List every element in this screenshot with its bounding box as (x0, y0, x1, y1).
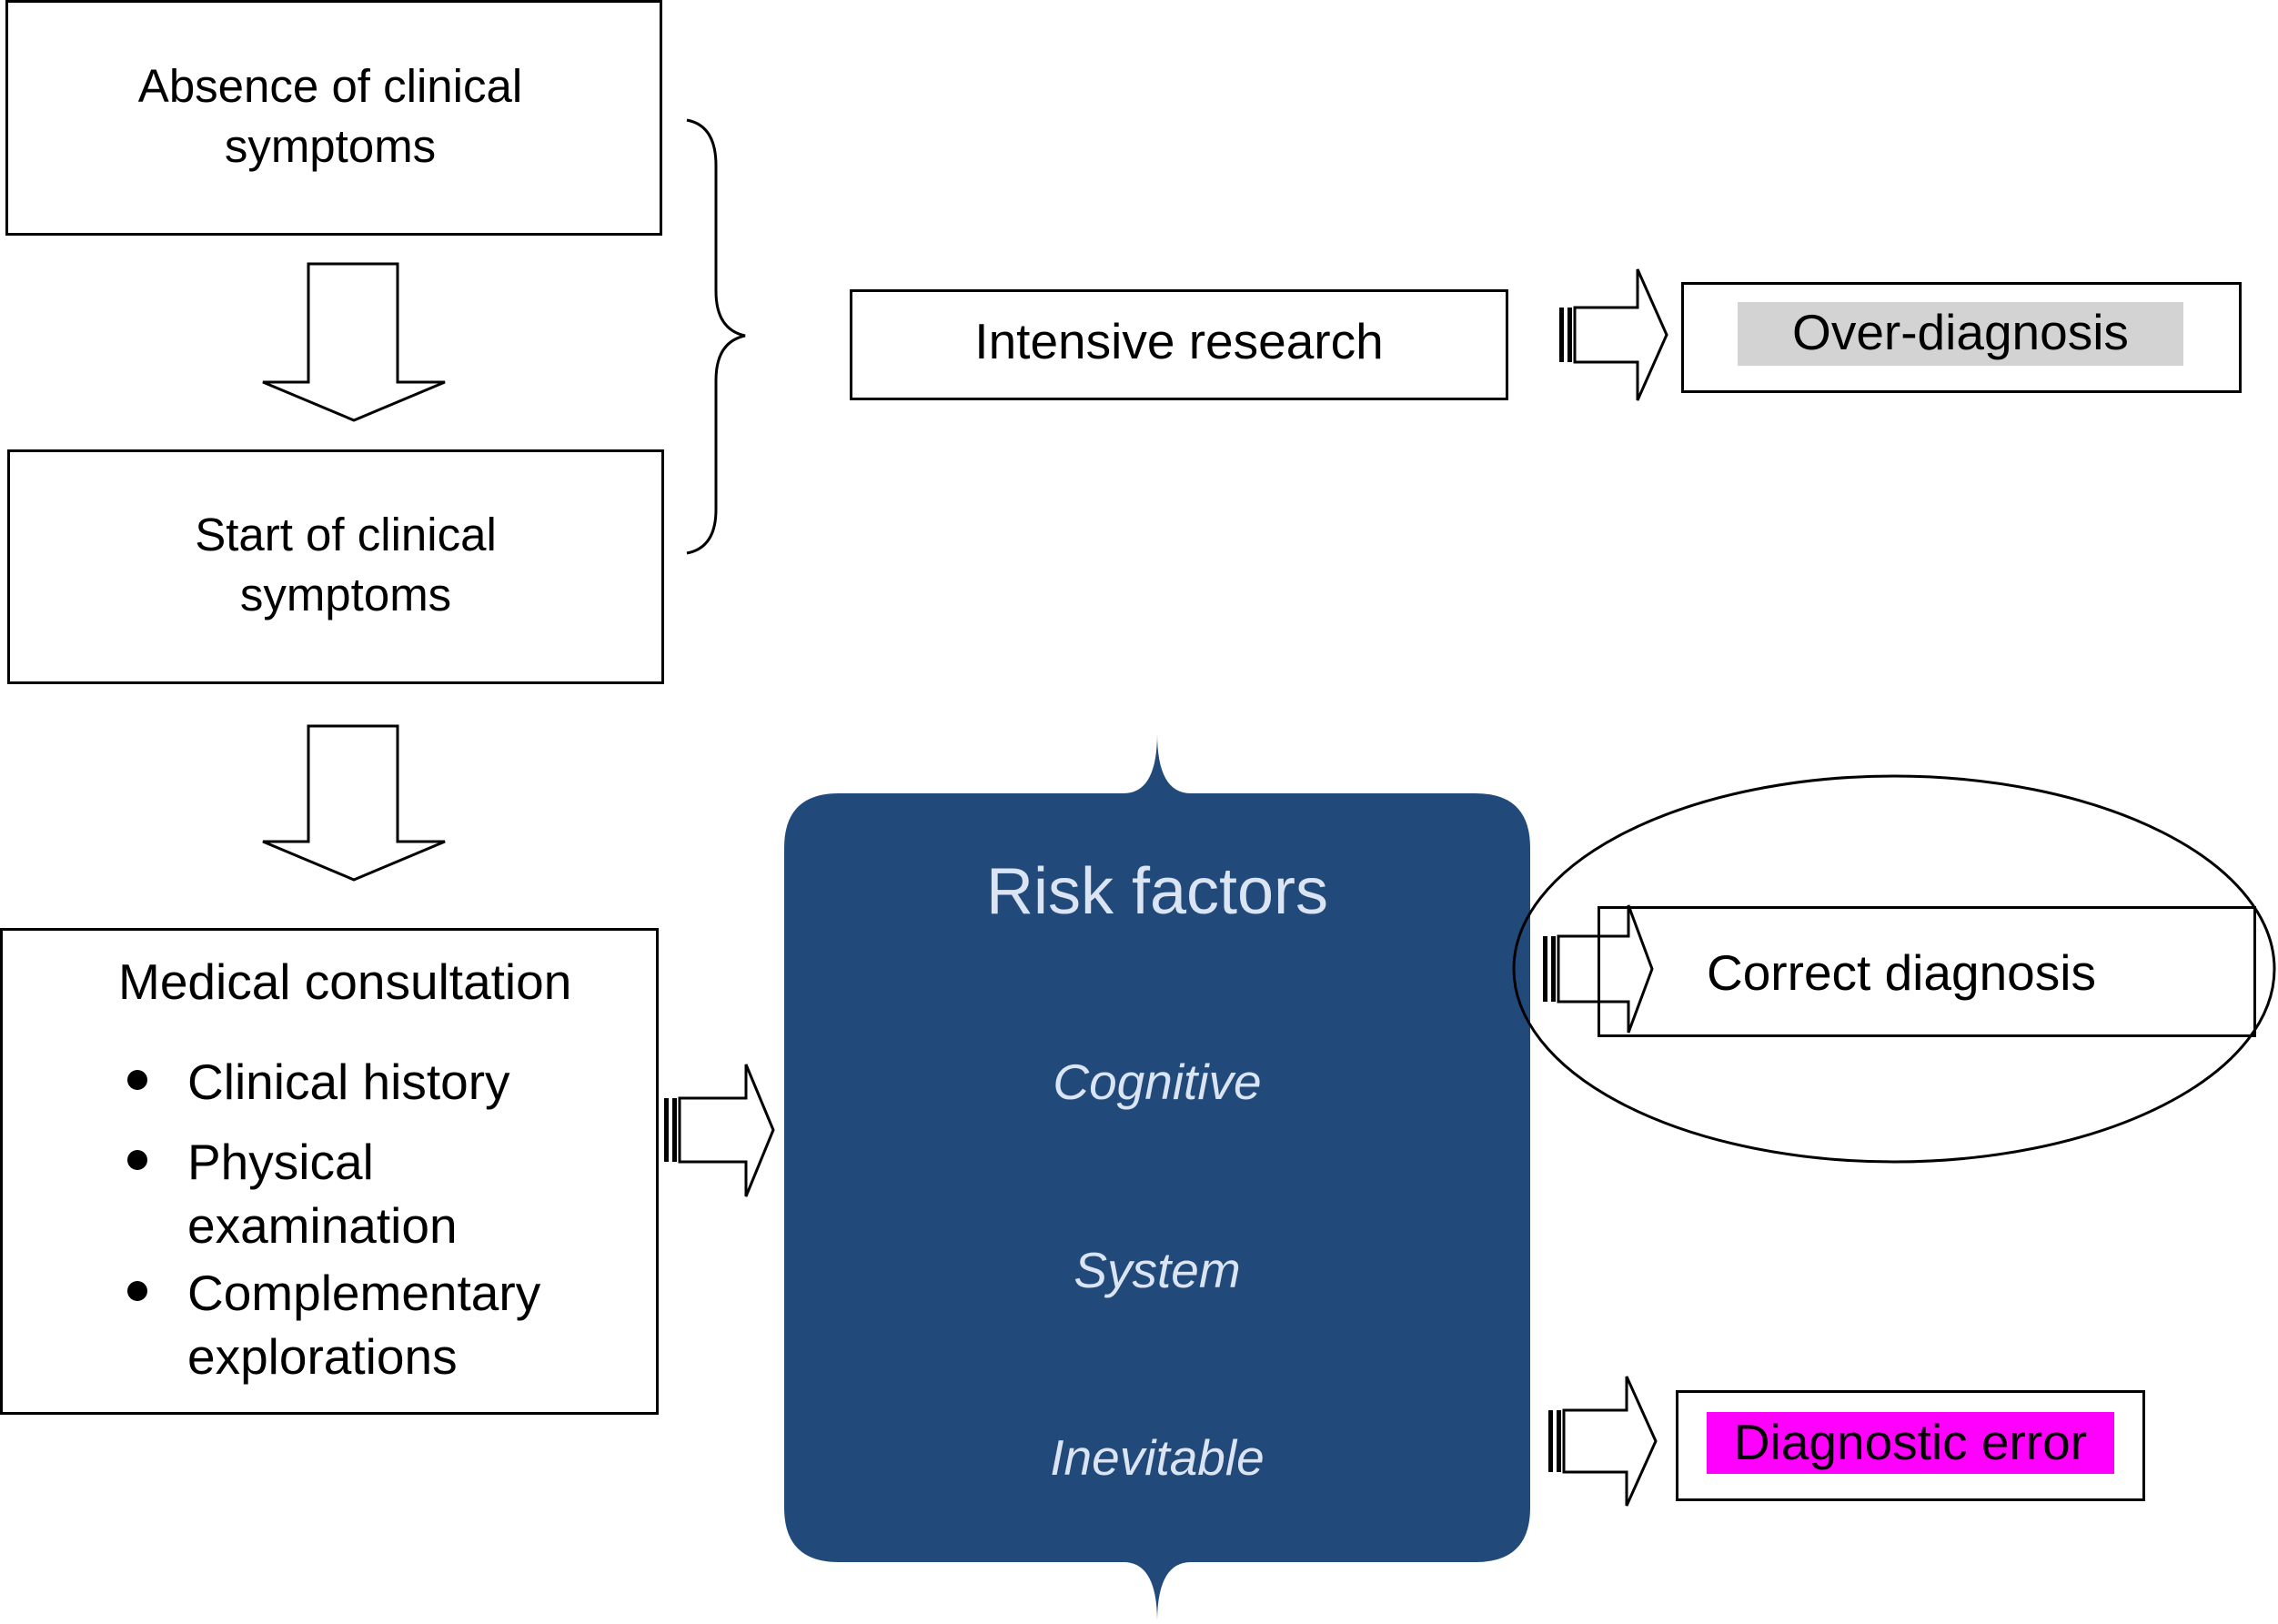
consultation-title: Medical consultation (118, 953, 572, 1010)
block-arrow-error (1548, 1376, 1658, 1507)
risk-factors-panel (784, 733, 1530, 1622)
intensive-research-label: Intensive research (974, 313, 1384, 369)
block-arrow-correct (1543, 904, 1654, 1034)
block-arrow-overdiag (1559, 268, 1668, 401)
medical-consultation-box (0, 928, 659, 1415)
block-arrow-consultation (664, 1064, 775, 1197)
correct-diagnosis-label: Correct diagnosis (1707, 944, 2096, 1001)
over-diagnosis-text: Over-diagnosis (1792, 304, 2129, 360)
bullet-dot (127, 1070, 147, 1090)
risk-factor-item: Inevitable (1050, 1429, 1265, 1486)
consultation-item: Clinical history (127, 1050, 600, 1114)
down-arrow-2 (262, 724, 446, 882)
consultation-item: Complementary explorations (127, 1261, 600, 1388)
intensive-research-box (850, 289, 1508, 400)
risk-factors-title: Risk factors (985, 855, 1329, 928)
correct-diagnosis-box (1598, 906, 2256, 1037)
down-arrow-1 (262, 262, 446, 422)
start-symptoms-label: Start of clinical symptoms (195, 509, 497, 620)
consultation-item-text: Clinical history (187, 1054, 510, 1110)
consultation-item-text: Physical examination (187, 1134, 458, 1254)
consultation-item: Physical examination (127, 1130, 600, 1257)
risk-factor-item: System (1073, 1242, 1241, 1298)
consultation-list: Clinical history Physical examination Co… (127, 1050, 600, 1388)
bullet-dot (127, 1150, 147, 1170)
start-symptoms-box (7, 449, 664, 684)
correct-diagnosis-ellipse (1512, 774, 2276, 1164)
bullet-dot (127, 1281, 147, 1301)
absence-symptoms-box (5, 0, 662, 236)
absence-symptoms-label: Absence of clinical symptoms (137, 60, 523, 172)
risk-factor-item: Cognitive (1053, 1054, 1262, 1110)
consultation-item-text: Complementary explorations (187, 1265, 541, 1385)
diagnostic-error-text: Diagnostic error (1733, 1414, 2088, 1470)
curly-brace (686, 118, 746, 555)
over-diagnosis-label: Over-diagnosis (1738, 302, 2183, 366)
diagnostic-error-label: Diagnostic error (1707, 1412, 2114, 1474)
